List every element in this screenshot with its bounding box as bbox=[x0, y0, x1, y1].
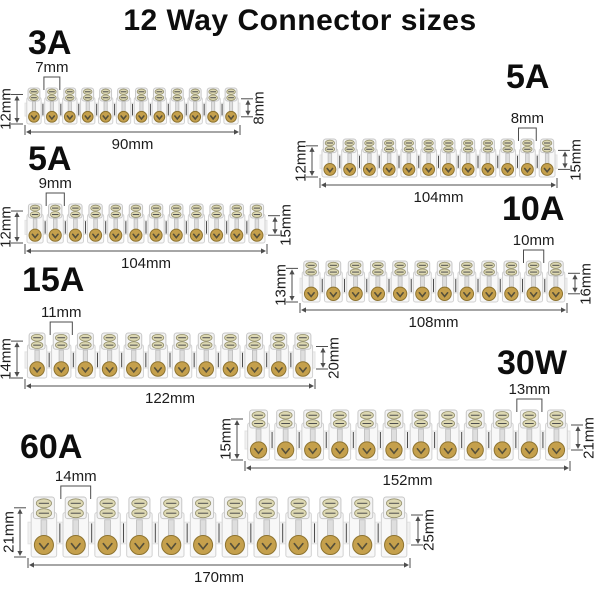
height-dimension-5a-upper: 12mm bbox=[292, 140, 310, 182]
dimensions-3a bbox=[11, 76, 253, 135]
height-dimension-60a: 21mm bbox=[0, 510, 18, 553]
connector-strip-30w bbox=[244, 409, 571, 461]
dimensions-5a-upper bbox=[306, 127, 570, 188]
pitch-dimension-30w: 13mm bbox=[508, 381, 551, 398]
amp-rating-60a: 60A bbox=[20, 428, 83, 466]
connector-strip-5a-upper bbox=[319, 138, 558, 178]
dimensions-10a bbox=[286, 249, 580, 313]
amp-rating-5a-lower: 5A bbox=[28, 140, 72, 178]
pitch-dimension-10a: 10mm bbox=[512, 232, 555, 249]
length-dimension-3a: 90mm bbox=[111, 136, 154, 153]
dimensions-30w bbox=[231, 398, 583, 471]
amp-rating-30w: 30W bbox=[497, 344, 567, 382]
connector-strip-3a bbox=[24, 87, 241, 125]
pitch-dimension-5a-upper: 8mm bbox=[510, 110, 545, 127]
length-dimension-30w: 152mm bbox=[382, 472, 433, 489]
pitch-dimension-3a: 7mm bbox=[35, 59, 69, 76]
length-dimension-10a: 108mm bbox=[408, 314, 459, 331]
connector-strip-10a bbox=[299, 260, 568, 303]
height-dimension-15a: 14mm bbox=[0, 338, 15, 380]
dimensions-5a-lower bbox=[11, 192, 280, 254]
dimensions-15a bbox=[11, 321, 328, 389]
end-height-dimension-15a: 20mm bbox=[325, 336, 343, 379]
amp-rating-5a-upper: 5A bbox=[506, 58, 550, 96]
end-height-dimension-3a: 8mm bbox=[250, 91, 268, 125]
height-dimension-3a: 12mm bbox=[0, 88, 15, 130]
connector-strip-5a-lower bbox=[24, 203, 268, 244]
pitch-dimension-60a: 14mm bbox=[54, 468, 97, 485]
page-title: 12 Way Connector sizes bbox=[123, 4, 477, 37]
length-dimension-15a: 122mm bbox=[144, 390, 196, 407]
pitch-dimension-15a: 11mm bbox=[40, 304, 82, 321]
end-height-dimension-5a-lower: 15mm bbox=[277, 204, 295, 247]
length-dimension-5a-upper: 104mm bbox=[413, 189, 464, 206]
connector-strip-60a bbox=[27, 496, 411, 558]
height-dimension-10a: 13mm bbox=[272, 263, 290, 306]
pitch-dimension-5a-lower: 9mm bbox=[38, 175, 72, 192]
end-height-dimension-10a: 16mm bbox=[577, 262, 595, 305]
amp-rating-15a: 15A bbox=[22, 261, 85, 299]
height-dimension-30w: 15mm bbox=[217, 418, 235, 460]
end-height-dimension-30w: 21mm bbox=[580, 416, 598, 459]
connector-strip-15a bbox=[24, 332, 316, 379]
amp-rating-3a: 3A bbox=[28, 24, 72, 62]
length-dimension-5a-lower: 104mm bbox=[120, 255, 172, 272]
amp-rating-10a: 10A bbox=[502, 190, 565, 228]
length-dimension-60a: 170mm bbox=[193, 569, 245, 586]
end-height-dimension-60a: 25mm bbox=[420, 509, 438, 551]
end-height-dimension-5a-upper: 15mm bbox=[567, 139, 585, 181]
height-dimension-5a-lower: 12mm bbox=[0, 205, 15, 248]
dimensions-60a bbox=[14, 485, 423, 568]
